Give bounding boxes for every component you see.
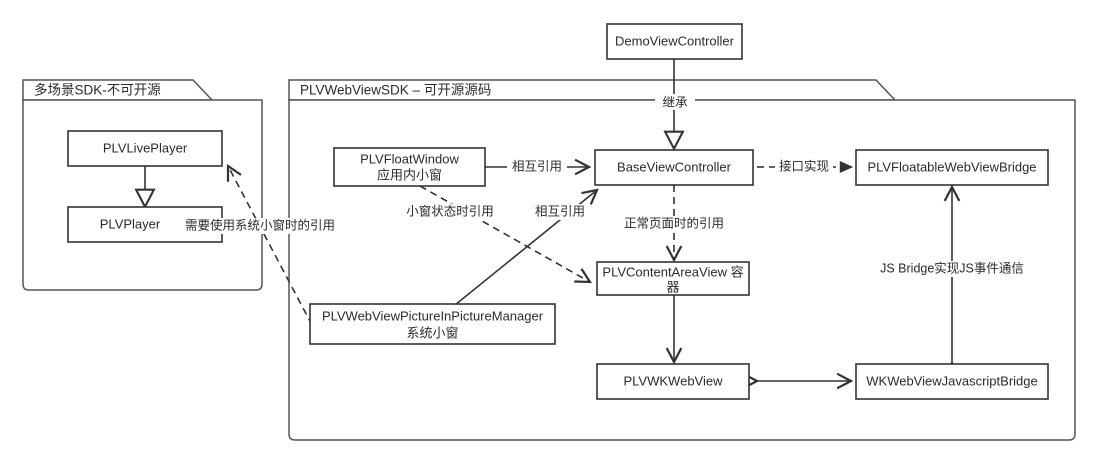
node-wk-webview-javascript-bridge-label: WKWebViewJavascriptBridge: [866, 373, 1037, 388]
node-plv-webview-pip-manager[interactable]: PLVWebViewPictureInPictureManager 系统小窗: [309, 303, 556, 345]
node-plv-wk-webview-box[interactable]: [596, 363, 750, 400]
node-plv-wk-webview[interactable]: PLVWKWebView: [596, 363, 750, 400]
edge-label-mutual-ref-pip: 相互引用: [530, 204, 590, 220]
node-demo-view-controller[interactable]: DemoViewController: [606, 23, 743, 60]
edge-label-system-pip-ref-text: 需要使用系统小窗时的引用: [185, 217, 335, 232]
node-plv-webview-pip-manager-box[interactable]: [309, 303, 556, 345]
edge-label-normal-page-ref-bg: [613, 216, 735, 232]
node-wk-webview-javascript-bridge-box[interactable]: [855, 363, 1049, 400]
node-base-view-controller-label: BaseViewController: [617, 159, 732, 174]
node-plv-player-label: PLVPlayer: [100, 216, 161, 231]
package-left-body: [22, 99, 263, 291]
node-plv-float-window[interactable]: PLVFloatWindow 应用内小窗: [333, 147, 486, 187]
edge-label-inherit-text: 继承: [662, 95, 688, 109]
node-plv-wk-webview-label: PLVWKWebView: [624, 373, 724, 388]
node-plv-float-window-box[interactable]: [333, 147, 486, 187]
edge-label-js-bridge-comm-text: JS Bridge实现JS事件通信: [880, 260, 1024, 275]
package-left: 多场景SDK-不可开源: [22, 79, 263, 291]
edge-label-mutual-ref-float: 相互引用: [507, 159, 567, 175]
node-wk-webview-javascript-bridge[interactable]: WKWebViewJavascriptBridge: [855, 363, 1049, 400]
edge-label-interface-impl: 接口实现: [775, 158, 833, 175]
node-demo-view-controller-box[interactable]: [606, 23, 743, 60]
edge-label-inherit: 继承: [655, 94, 695, 110]
package-left-label: 多场景SDK-不可开源: [34, 82, 161, 98]
node-plv-float-window-label-line1: PLVFloatWindow: [360, 151, 459, 166]
edge-label-float-state-ref-bg: [402, 204, 498, 220]
node-plv-floatable-webview-bridge[interactable]: PLVFloatableWebViewBridge: [855, 149, 1049, 186]
node-plv-content-area-view-box[interactable]: [596, 261, 750, 296]
node-plv-webview-pip-manager-label-line1: PLVWebViewPictureInPictureManager: [322, 308, 544, 323]
edge-label-mutual-ref-pip-bg: [530, 204, 590, 220]
edge-label-js-bridge-comm-bg: [868, 261, 1036, 277]
edge-label-inherit-bg: [655, 94, 695, 110]
edge-label-interface-impl-bg: [775, 159, 833, 175]
node-plv-content-area-view-label-line1: PLVContentAreaView 容: [602, 264, 743, 279]
node-plv-live-player-box[interactable]: [67, 130, 223, 167]
edge-label-system-pip-ref: 需要使用系统小窗时的引用: [183, 217, 339, 234]
edge-label-js-bridge-comm: JS Bridge实现JS事件通信: [868, 260, 1036, 277]
node-plv-float-window-label-line2: 应用内小窗: [377, 167, 442, 182]
edge-label-normal-page-ref: 正常页面时的引用: [613, 215, 735, 232]
edge-label-float-state-ref-text: 小窗状态时引用: [406, 204, 494, 218]
edge-label-interface-impl-text: 接口实现: [779, 158, 829, 173]
edge-system-pip-ref: [228, 166, 313, 326]
node-plv-content-area-view-label-line2: 器: [666, 279, 679, 294]
node-plv-live-player[interactable]: PLVLivePlayer: [67, 130, 223, 167]
edge-label-normal-page-ref-text: 正常页面时的引用: [624, 215, 724, 230]
node-plv-webview-pip-manager-label-line2: 系统小窗: [406, 325, 458, 340]
edge-label-mutual-ref-float-text: 相互引用: [512, 159, 562, 173]
node-plv-live-player-label: PLVLivePlayer: [103, 140, 188, 155]
edge-label-mutual-ref-pip-text: 相互引用: [535, 204, 585, 218]
package-right-label: PLVWebViewSDK – 可开源源码: [300, 83, 491, 98]
node-plv-floatable-webview-bridge-box[interactable]: [855, 149, 1049, 186]
node-base-view-controller[interactable]: BaseViewController: [594, 149, 754, 186]
edge-label-mutual-ref-float-bg: [507, 159, 567, 175]
edge-label-float-state-ref: 小窗状态时引用: [402, 204, 498, 220]
node-plv-content-area-view[interactable]: PLVContentAreaView 容 器: [596, 261, 750, 296]
node-base-view-controller-box[interactable]: [594, 149, 754, 186]
node-plv-floatable-webview-bridge-label: PLVFloatableWebViewBridge: [867, 159, 1036, 174]
edge-label-system-pip-ref-bg: [183, 218, 339, 234]
node-demo-view-controller-label: DemoViewController: [615, 33, 735, 48]
